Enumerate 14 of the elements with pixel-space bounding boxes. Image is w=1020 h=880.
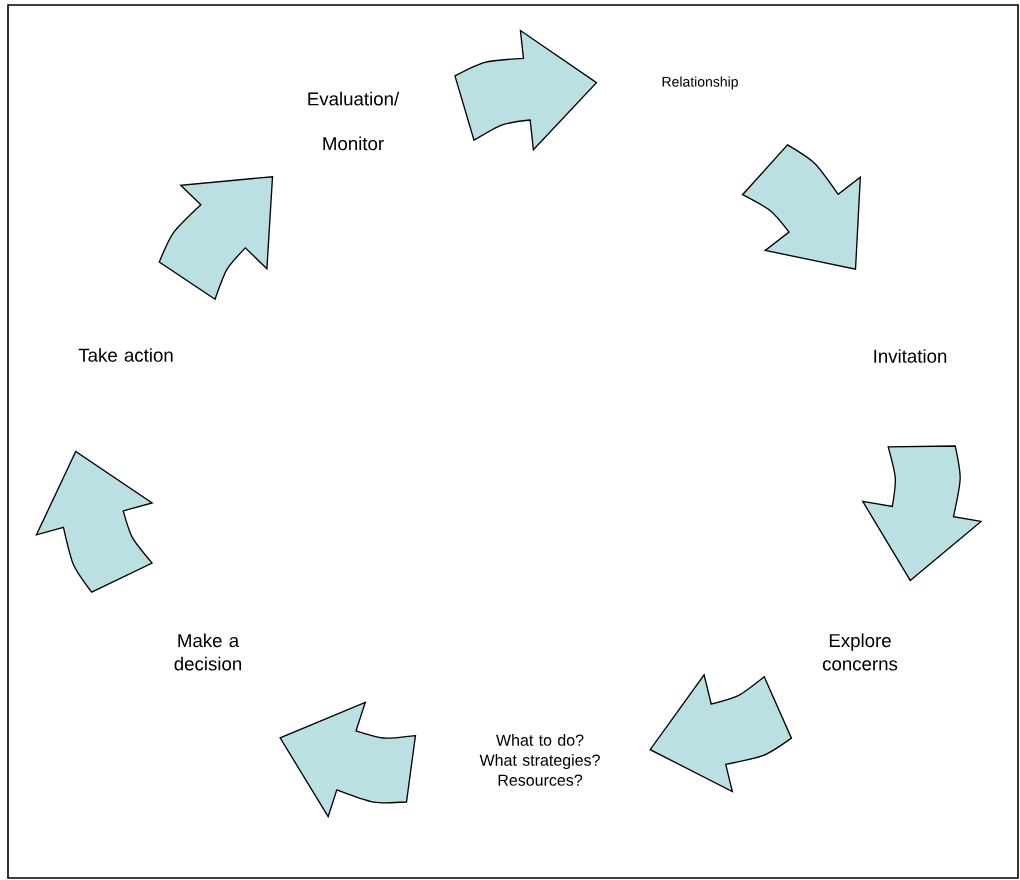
block-arrow	[454, 29, 598, 151]
step-label: Make a decision	[174, 633, 242, 671]
step-label: Invitation	[874, 349, 947, 363]
step-label: What to do? What strategies? Resources?	[479, 734, 600, 786]
block-arrow	[862, 445, 982, 582]
block-arrow	[35, 450, 153, 593]
step-label: Evaluation/ Monitor	[308, 91, 400, 151]
block-arrow	[741, 144, 861, 270]
block-arrow	[649, 674, 793, 793]
step-label: Relationship	[662, 76, 738, 90]
step-label: Explore concerns	[822, 633, 898, 671]
step-label: Take action	[78, 348, 173, 362]
block-arrow	[279, 701, 417, 818]
block-arrow	[158, 176, 274, 300]
